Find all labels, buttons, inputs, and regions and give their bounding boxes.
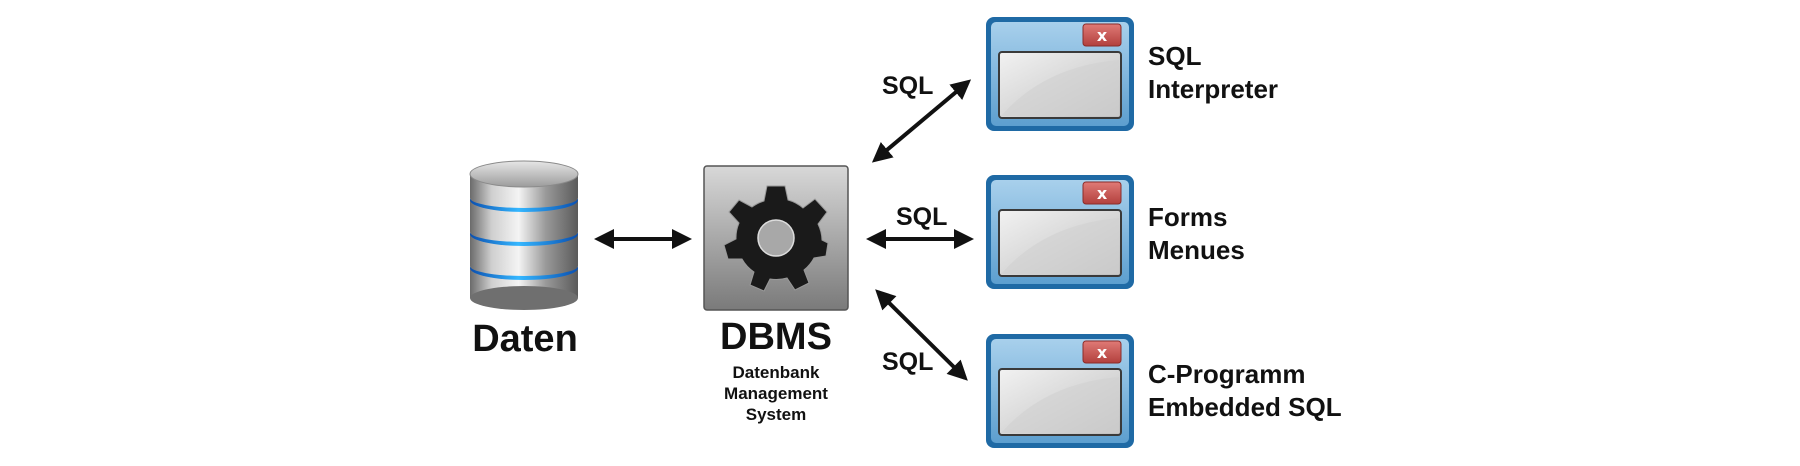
client-label-line: Embedded SQL — [1148, 392, 1342, 422]
connection-label: SQL — [882, 348, 934, 376]
dbms-subtitle-line: Datenbank — [732, 363, 820, 382]
close-icon: x — [1097, 343, 1108, 362]
arrow-line-dbms-client3 — [875, 289, 968, 381]
close-button — [1082, 181, 1122, 205]
database-label: Daten — [472, 318, 578, 360]
client-label-line: C-Programm — [1148, 359, 1306, 389]
window-icon: x — [986, 17, 1134, 131]
database-node — [464, 158, 584, 318]
window-icon: x — [986, 175, 1134, 289]
connection-label: SQL — [896, 203, 948, 231]
dbms-subtitle: Datenbank Management System — [690, 362, 862, 425]
client-label-3: C-Programm Embedded SQL — [1148, 358, 1342, 424]
client-label-line: Menues — [1148, 235, 1245, 265]
close-button — [1082, 23, 1122, 47]
close-icon: x — [1097, 26, 1108, 45]
dbms-node — [703, 165, 849, 311]
client-label-line: Forms — [1148, 202, 1228, 232]
client-window-3: x — [985, 333, 1135, 449]
window-icon: x — [986, 334, 1134, 448]
dbms-subtitle-line: Management — [724, 384, 828, 403]
client-window-2: x — [985, 174, 1135, 290]
client-label-2: Forms Menues — [1148, 201, 1245, 267]
gear-icon — [703, 165, 849, 311]
connection-label: SQL — [882, 72, 934, 100]
dbms-subtitle-line: System — [745, 405, 807, 424]
arrow-line-dbms-client1 — [871, 79, 972, 163]
close-icon: x — [1097, 184, 1108, 203]
database-icon — [469, 160, 579, 310]
client-label-1: SQL Interpreter — [1148, 40, 1278, 106]
client-label-line: SQL — [1148, 41, 1202, 71]
close-button — [1082, 340, 1122, 364]
dbms-label: DBMS — [720, 316, 832, 358]
client-window-1: x — [985, 16, 1135, 132]
client-label-line: Interpreter — [1148, 74, 1279, 104]
